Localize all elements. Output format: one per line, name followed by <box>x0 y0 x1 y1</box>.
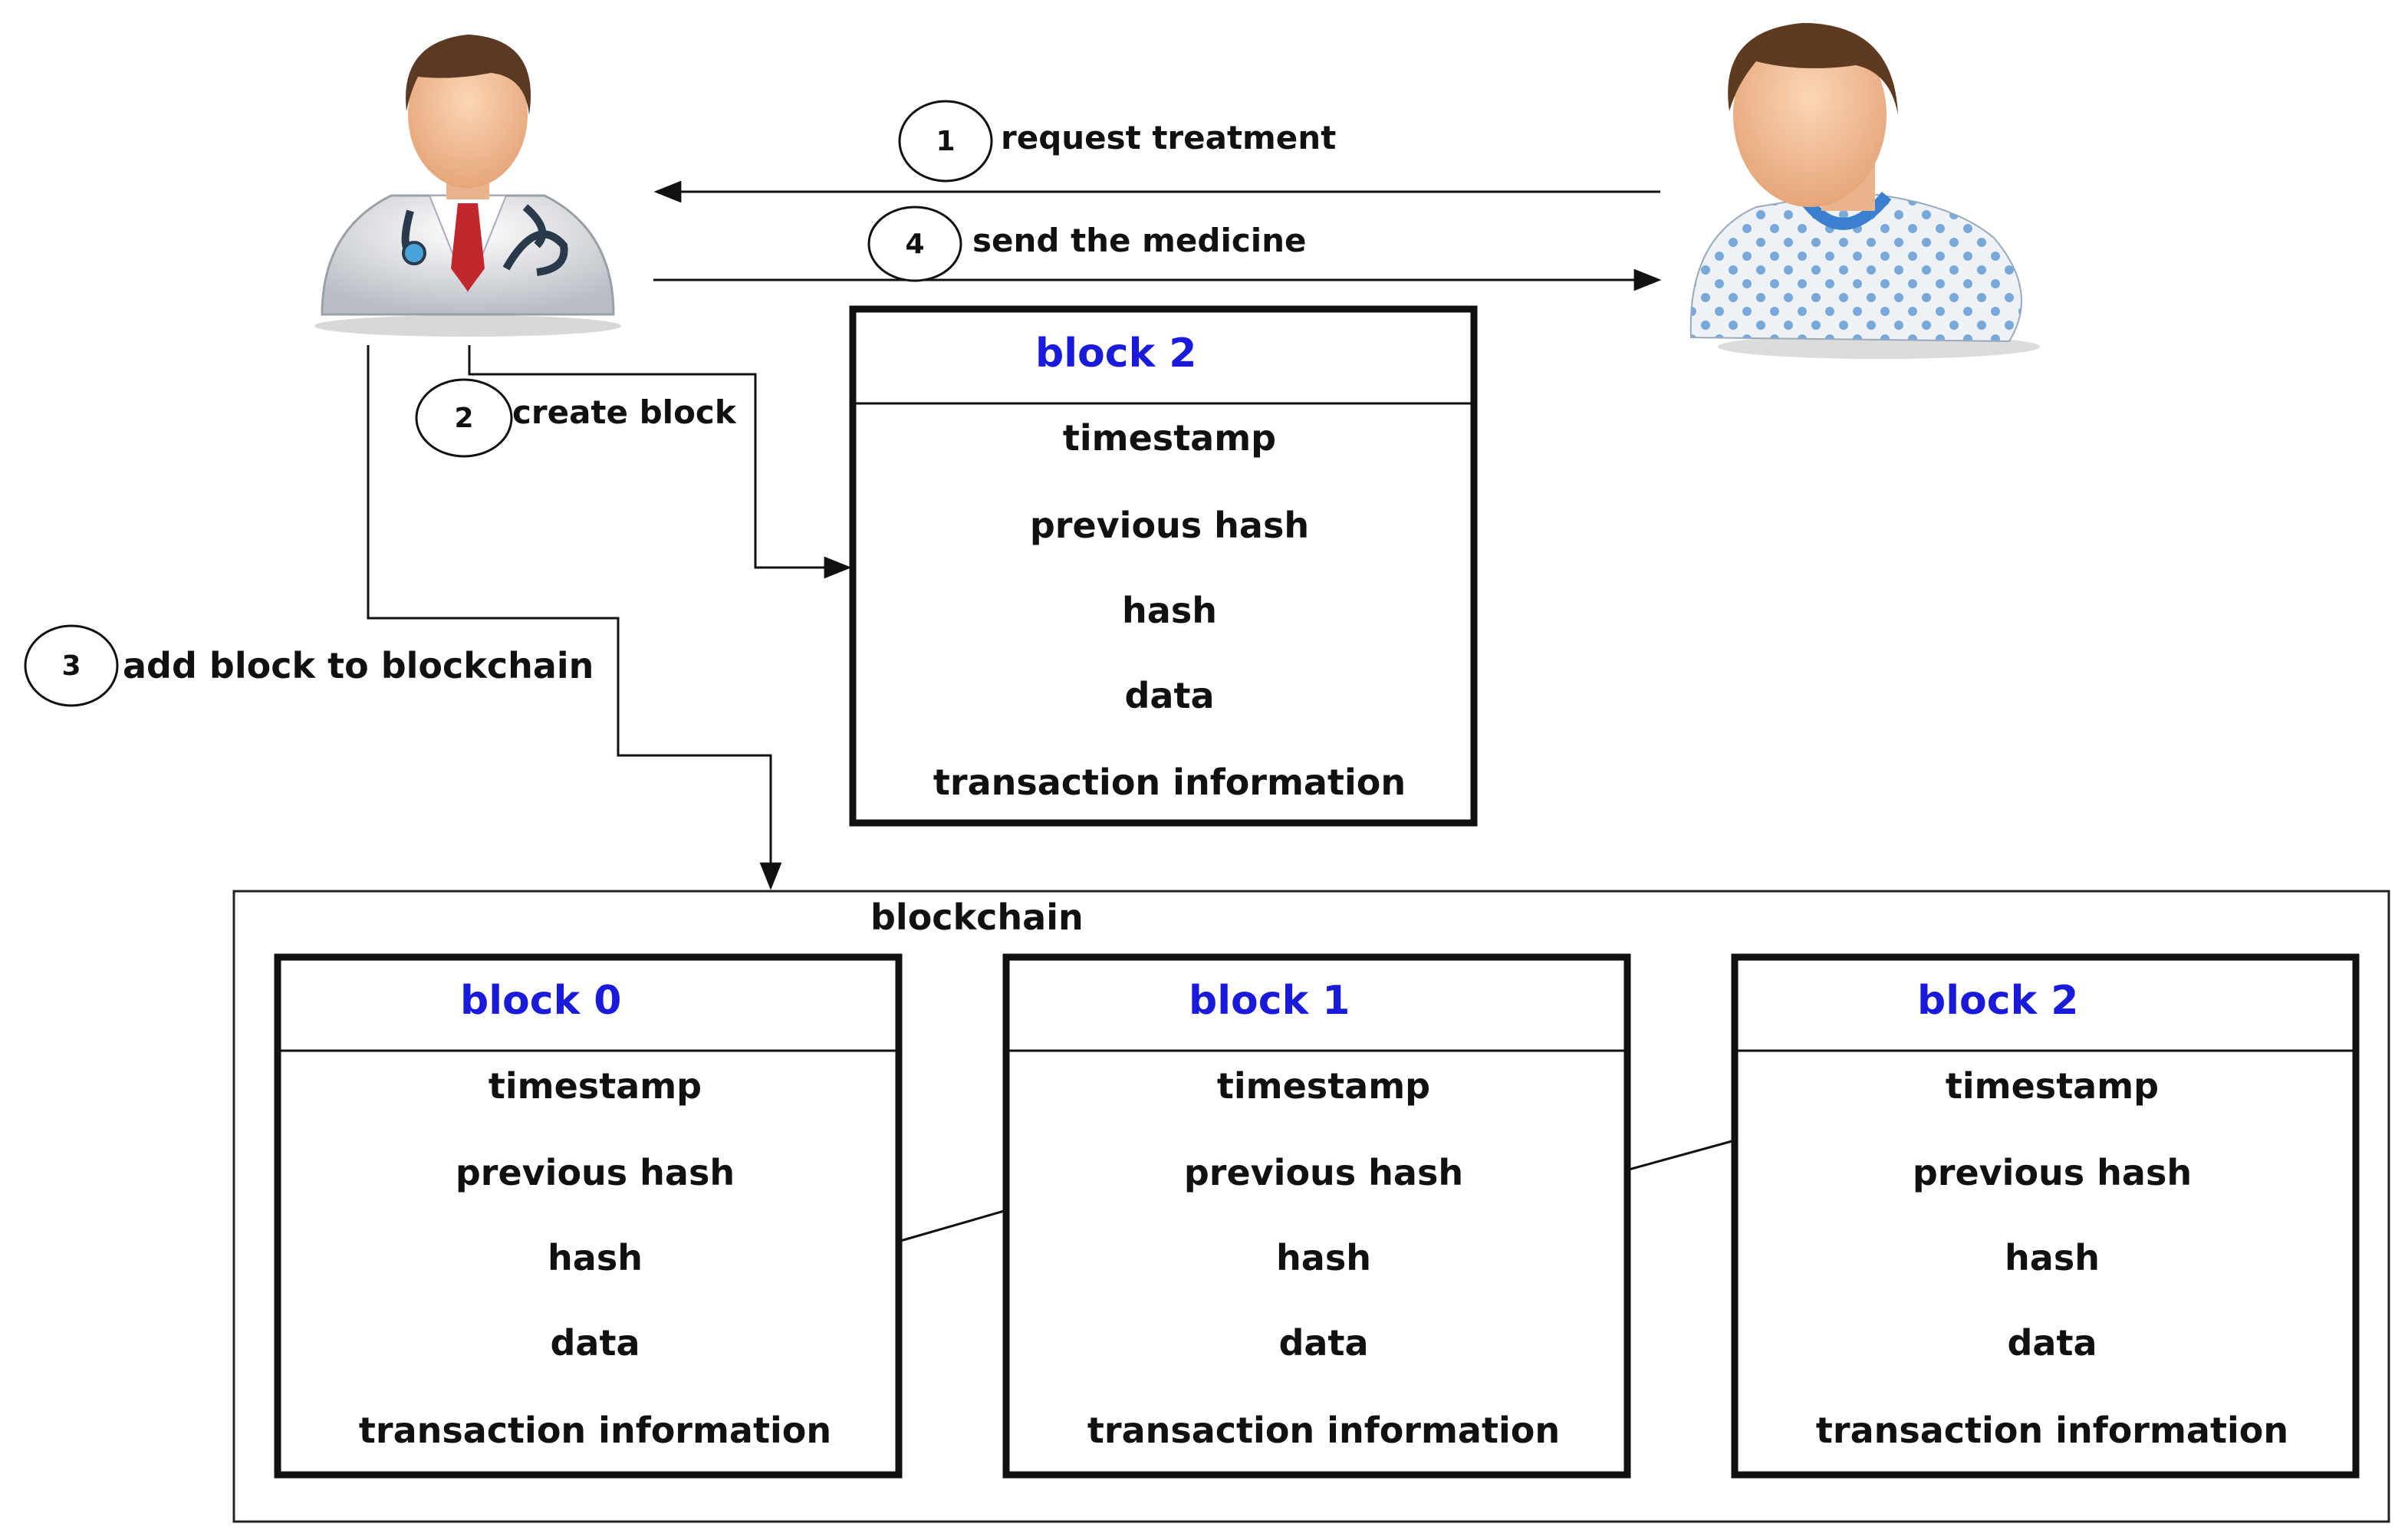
new-block-title: block 2 <box>1035 331 1196 377</box>
step-2-number: 2 <box>454 403 473 434</box>
chain-block-2-field: previous hash <box>1913 1152 2192 1193</box>
new-block-field: data <box>1125 675 1215 716</box>
chain-block-1-field: previous hash <box>1184 1152 1463 1193</box>
chain-block-0-field: previous hash <box>456 1152 735 1193</box>
create-block-connector <box>468 345 852 579</box>
chain-block-2-field: data <box>2008 1322 2097 1364</box>
chain-block-0-field: timestamp <box>489 1065 702 1107</box>
new-block-field: hash <box>1122 590 1217 631</box>
step-2-badge: 2 create block <box>415 378 737 458</box>
step-2-label: create block <box>512 393 737 431</box>
chain-block-0: block 0 timestamp previous hash hash dat… <box>274 953 903 1479</box>
chain-block-0-title: block 0 <box>460 978 621 1024</box>
chain-link <box>1628 1139 1735 1171</box>
new-block-field: transaction information <box>933 762 1406 803</box>
chain-block-1-field: timestamp <box>1217 1065 1430 1107</box>
chain-block-2: block 2 timestamp previous hash hash dat… <box>1731 953 2360 1479</box>
chain-block-2-field: transaction information <box>1816 1410 2288 1451</box>
chain-block-1-field: data <box>1279 1322 1369 1364</box>
blockchain-container: blockchain block 0 timestamp previous ha… <box>232 890 2390 1523</box>
step-4-number: 4 <box>905 229 924 260</box>
chain-block-2-field: timestamp <box>1946 1065 2159 1107</box>
chain-block-1-field: transaction information <box>1087 1410 1560 1451</box>
doctor-icon <box>314 35 621 337</box>
chain-block-0-field: data <box>551 1322 640 1364</box>
new-block: block 2 timestamp previous hash hash dat… <box>849 305 1478 827</box>
step-3-badge: 3 add block to blockchain <box>24 624 594 707</box>
chain-block-2-field: hash <box>2005 1237 2100 1278</box>
step-3-number: 3 <box>61 650 81 682</box>
step-1-badge: 1 request treatment <box>898 100 1336 183</box>
blockchain-label: blockchain <box>870 897 1084 938</box>
chain-block-0-field: hash <box>548 1237 643 1278</box>
step-1-number: 1 <box>936 126 955 157</box>
chain-link <box>900 1206 1015 1242</box>
step-4-badge: 4 send the medicine <box>867 206 1307 282</box>
step-4-label: send the medicine <box>972 222 1307 259</box>
chain-block-1: block 1 timestamp previous hash hash dat… <box>1002 953 1631 1479</box>
add-block-connector <box>367 345 782 890</box>
chain-block-2-title: block 2 <box>1917 978 2078 1024</box>
new-block-field: previous hash <box>1030 505 1309 546</box>
chain-block-1-field: hash <box>1276 1237 1371 1278</box>
new-block-field: timestamp <box>1063 417 1276 459</box>
chain-block-0-field: transaction information <box>359 1410 831 1451</box>
patient-icon <box>1689 23 2040 359</box>
step-1-label: request treatment <box>1001 119 1336 156</box>
chain-block-1-title: block 1 <box>1189 978 1350 1024</box>
step-3-label: add block to blockchain <box>123 645 594 686</box>
